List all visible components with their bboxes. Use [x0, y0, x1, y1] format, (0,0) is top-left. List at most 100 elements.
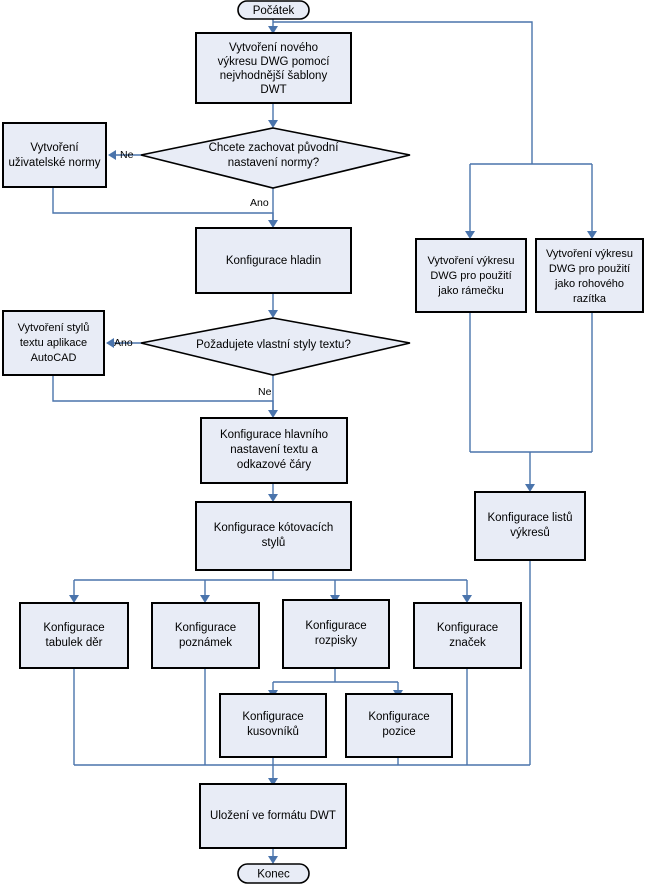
layers-shape — [195, 227, 352, 294]
layers-label: Konfigurace hladin — [226, 255, 321, 267]
parts-lists-label: kusovníků — [247, 726, 299, 738]
notes-shape — [151, 602, 260, 669]
main-text-settings-shape — [200, 417, 348, 484]
title-block-label: rozpisky — [315, 635, 357, 647]
main-text-settings-label: odkazové čáry — [237, 459, 311, 471]
arrow-sheet-sets — [525, 484, 535, 492]
arrow-autocad-text-styles — [106, 338, 114, 348]
frame-dwg-label: DWG pro použití — [430, 270, 511, 282]
node-create-dwg[interactable]: Vytvoření nového výkresu DWG pomocí nejv… — [195, 32, 352, 104]
user-standard-shape — [2, 122, 107, 188]
arrow-symbols — [462, 595, 472, 603]
edge-frame-stamp-to-sheet-sets — [469, 312, 593, 486]
symbols-label: značek — [449, 637, 486, 649]
arrow-layers — [268, 220, 278, 228]
node-symbols[interactable]: Konfigurace značek — [413, 602, 522, 669]
node-dim-styles[interactable]: Konfigurace kótovacích stylů — [195, 501, 352, 571]
notes-label: poznámek — [179, 637, 232, 649]
user-standard-label: uživatelské normy — [8, 157, 100, 169]
arrow-user-standard — [108, 150, 116, 160]
arrow-decision2 — [268, 310, 278, 318]
save-dwt-shape — [199, 783, 347, 849]
frame-dwg-label: Vytvoření výkresu — [427, 255, 514, 267]
arrow-hole-tables — [69, 595, 79, 603]
user-standard-label: Vytvoření — [30, 142, 79, 154]
autocad-text-styles-label: AutoCAD — [31, 352, 77, 364]
sheet-sets-label: výkresů — [510, 527, 550, 539]
edge-bottom-merge — [73, 560, 531, 780]
notes-label: Konfigurace — [175, 622, 236, 634]
autocad-text-styles-shape — [2, 310, 105, 376]
main-text-settings-label: Konfigurace hlavního — [220, 429, 328, 441]
node-own-text-styles-decision[interactable]: Požadujete vlastní styly textu? — [140, 317, 411, 376]
keep-standard-label: Chcete zachovat původní — [209, 142, 340, 154]
arrow-create-dwg — [268, 26, 278, 34]
sheet-sets-label: Konfigurace listů — [487, 512, 572, 524]
frame-dwg-shape — [415, 238, 527, 313]
node-frame-dwg[interactable]: Vytvoření výkresu DWG pro použití jako r… — [415, 238, 527, 313]
dim-styles-label: Konfigurace kótovacích — [214, 522, 334, 534]
node-end[interactable]: Konec — [237, 863, 310, 884]
edge-labels-layer: Ne Ano Ano Ne — [114, 149, 272, 398]
keep-standard-label: nastavení normy? — [228, 157, 319, 169]
own-text-styles-label: Požadujete vlastní styly textu? — [196, 339, 351, 351]
arrow-end — [268, 856, 278, 864]
node-start[interactable]: Počátek — [237, 0, 310, 20]
sheet-sets-shape — [474, 491, 586, 561]
balloons-shape — [345, 693, 453, 758]
edge-user-standard-return — [52, 187, 274, 222]
stamp-dwg-shape — [535, 238, 644, 313]
edge-label-decision1-no: Ne — [120, 149, 134, 161]
arrow-stamp-dwg — [587, 231, 597, 239]
hole-tables-label: tabulek děr — [46, 637, 103, 649]
stamp-dwg-label: razítka — [573, 293, 607, 305]
hole-tables-label: Konfigurace — [43, 622, 104, 634]
dim-styles-shape — [195, 501, 352, 571]
arrow-decision1 — [268, 120, 278, 128]
balloons-label: pozice — [382, 726, 415, 738]
autocad-text-styles-label: Vytvoření stylů — [18, 322, 90, 334]
create-dwg-shape — [195, 32, 352, 104]
main-text-settings-label: nastavení textu a — [230, 444, 318, 456]
save-dwt-label: Uložení ve formátu DWT — [210, 810, 336, 822]
node-sheet-sets[interactable]: Konfigurace listů výkresů — [474, 491, 586, 561]
edge-label-decision2-yes: Ano — [114, 337, 133, 349]
node-user-standard[interactable]: Vytvoření uživatelské normy — [2, 122, 107, 188]
edge-dim-styles-fanout — [73, 570, 468, 597]
edge-autocad-text-styles-return — [52, 375, 274, 412]
node-notes[interactable]: Konfigurace poznámek — [151, 602, 260, 669]
symbols-shape — [413, 602, 522, 669]
node-balloons[interactable]: Konfigurace pozice — [345, 693, 453, 758]
arrow-save-dwt — [268, 778, 278, 786]
node-autocad-text-styles[interactable]: Vytvoření stylů textu aplikace AutoCAD — [2, 310, 105, 376]
title-block-label: Konfigurace — [305, 620, 366, 632]
edge-label-decision2-no: Ne — [258, 386, 272, 398]
parts-lists-shape — [219, 693, 327, 758]
stamp-dwg-label: jako rohového — [554, 278, 624, 290]
create-dwg-label: výkresu DWG pomocí — [218, 56, 331, 68]
title-block-shape — [282, 599, 390, 669]
keep-standard-diamond-shape — [140, 127, 411, 189]
edge-start-to-right-branch — [273, 21, 593, 233]
node-keep-standard-decision[interactable]: Chcete zachovat původní nastavení normy? — [140, 127, 411, 189]
balloons-label: Konfigurace — [368, 711, 429, 723]
node-layers[interactable]: Konfigurace hladin — [195, 227, 352, 294]
node-hole-tables[interactable]: Konfigurace tabulek děr — [19, 602, 129, 669]
node-title-block[interactable]: Konfigurace rozpisky — [282, 599, 390, 669]
node-main-text-settings[interactable]: Konfigurace hlavního nastavení textu a o… — [200, 417, 348, 484]
stamp-dwg-label: Vytvoření výkresu — [546, 248, 633, 260]
node-save-dwt[interactable]: Uložení ve formátu DWT — [199, 783, 347, 849]
parts-lists-label: Konfigurace — [242, 711, 303, 723]
node-parts-lists[interactable]: Konfigurace kusovníků — [219, 693, 327, 758]
symbols-label: Konfigurace — [437, 622, 498, 634]
create-dwg-label: nejvhodnější šablony — [220, 70, 328, 82]
frame-dwg-label: jako rámečku — [437, 285, 503, 297]
create-dwg-label: DWT — [260, 84, 286, 96]
end-terminator-shape — [237, 863, 310, 884]
edges-layer — [52, 19, 597, 864]
own-text-styles-diamond-shape — [140, 317, 411, 376]
node-stamp-dwg[interactable]: Vytvoření výkresu DWG pro použití jako r… — [535, 238, 644, 313]
create-dwg-label: Vytvoření nového — [229, 42, 318, 54]
